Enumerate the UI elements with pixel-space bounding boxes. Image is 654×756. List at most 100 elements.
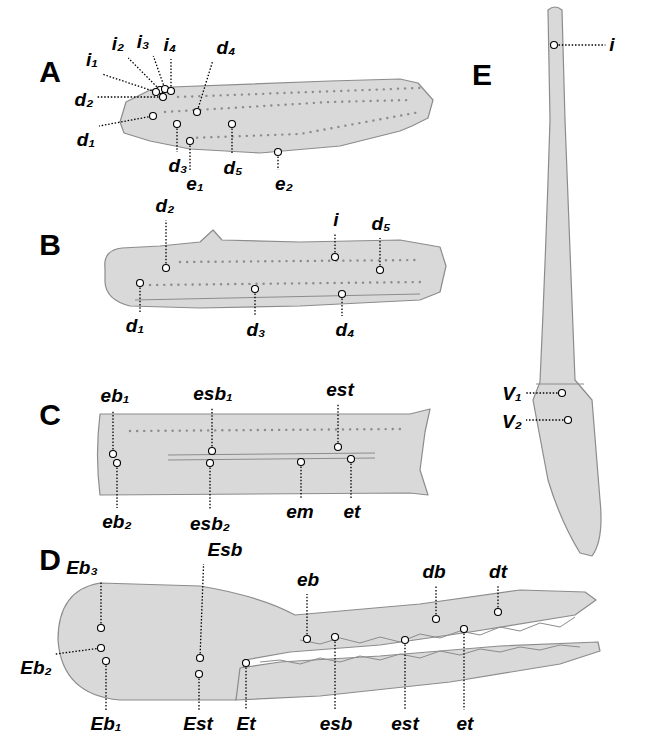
trichobothrium-label: d₃ — [246, 319, 267, 341]
trichobothrium-label: dt — [488, 561, 508, 583]
patella-outline — [105, 230, 446, 308]
trichobothrium-label: e₁ — [185, 173, 204, 195]
leader-line — [170, 59, 171, 87]
trichobothrium-dot — [209, 448, 216, 455]
trichobothrium-label: i₃ — [136, 31, 151, 53]
leader-line — [56, 649, 97, 654]
joint-line — [536, 384, 584, 385]
finger-denticles — [260, 645, 580, 664]
patella-external-outline — [98, 409, 431, 495]
trichobothrium-label: d₁ — [125, 315, 145, 337]
trichobothrium-dot — [197, 655, 204, 662]
trichobothrium-dot — [433, 616, 440, 623]
leader-line — [334, 234, 335, 253]
trichobothrium-label: i — [332, 209, 339, 231]
leader-line — [341, 299, 342, 317]
leader-line — [176, 129, 177, 153]
trichobothrium-dot — [332, 634, 339, 641]
trichobothrium-label: i₂ — [111, 33, 126, 55]
trichobothrium-dot — [461, 626, 468, 633]
leader-line — [165, 220, 166, 264]
trichobothrium-label: est — [390, 713, 419, 735]
trichobothrium-dot — [559, 390, 566, 397]
leader-line — [200, 564, 203, 654]
granule-row — [130, 429, 400, 431]
leader-line — [211, 408, 212, 447]
leader-line — [112, 410, 113, 450]
leader-line — [306, 594, 307, 635]
trichobothrium-dot — [275, 149, 282, 156]
chela-ventral-outline — [533, 7, 601, 556]
carina-line — [135, 294, 420, 300]
leader-line — [404, 645, 405, 711]
trichobothrium-dot — [377, 267, 384, 274]
trichobothrium-label: Esb — [207, 539, 244, 561]
trichobothrium-dot — [196, 671, 203, 678]
leader-line — [300, 467, 301, 499]
panel-letter: B — [38, 228, 62, 262]
trichobothrium-label: eb₁ — [100, 385, 131, 407]
leader-line — [254, 294, 255, 317]
trichobothrium-label: Eb₂ — [19, 657, 53, 679]
trichobothrium-label: d₅ — [222, 157, 243, 179]
leader-line — [102, 74, 152, 91]
leader-line — [189, 146, 190, 171]
trichobothrium-label: et — [456, 713, 475, 735]
trichobothrium-label: Est — [182, 713, 214, 735]
trichobothrium-dot — [174, 121, 181, 128]
trichobothrium-label: d₂ — [155, 195, 176, 217]
trichobothrium-label: i₄ — [163, 34, 178, 56]
trichobothrium-label: esb₁ — [192, 383, 233, 405]
trichobothrium-dot — [243, 660, 250, 667]
trichobothrium-label: d₂ — [74, 89, 95, 111]
trichobothrium-dot — [565, 417, 572, 424]
trichobothrium-label: V₁ — [501, 383, 522, 405]
panel-letter: C — [38, 398, 62, 432]
trichobothrium-dot — [495, 609, 502, 616]
trichobothrium-dot — [160, 94, 167, 101]
granule-row — [178, 88, 420, 97]
granule-row — [150, 282, 420, 285]
trichobothrium-label: Et — [236, 713, 257, 735]
leader-line — [337, 404, 338, 443]
trichobothrium-dot — [168, 88, 175, 95]
carina-line — [168, 458, 375, 460]
leader-line — [231, 129, 232, 155]
trichobothrium-dot — [229, 121, 236, 128]
leader-line — [116, 468, 117, 509]
trichobothrium-label: i — [608, 34, 615, 56]
leader-line — [526, 392, 558, 393]
panel-letter: E — [471, 58, 493, 92]
trichobothrium-dot — [348, 456, 355, 463]
leader-line — [153, 56, 163, 85]
carina-line — [168, 453, 375, 455]
trichobothrium-label: db — [421, 561, 446, 583]
trichobothrium-dot — [332, 254, 339, 261]
trichobothrium-label: et — [343, 501, 362, 523]
leader-line — [105, 666, 106, 711]
panel-letter: A — [38, 55, 62, 89]
trichobothrium-dot — [103, 658, 110, 665]
leader-line — [559, 44, 606, 45]
movable-finger-outline — [236, 642, 600, 700]
panel-letter: D — [38, 543, 62, 577]
trichobothrium-label: d₄ — [215, 37, 236, 59]
granule-row — [190, 112, 420, 138]
trichobothrium-dot — [110, 451, 117, 458]
trichobothrium-label: d₅ — [370, 213, 391, 235]
trichobothrium-dot — [163, 265, 170, 272]
trichobothrium-dot — [98, 645, 105, 652]
trichobothrium-dot — [298, 459, 305, 466]
trichobothrium-label: i₁ — [85, 49, 99, 71]
leader-line — [379, 238, 380, 266]
trichobothrium-dot — [551, 42, 558, 49]
leader-line — [100, 582, 101, 624]
trichobothrium-label: eb₂ — [101, 511, 132, 533]
trichobothrium-label: Eb₁ — [90, 713, 123, 735]
trichobothrium-dot — [304, 636, 311, 643]
trichobothrium-dot — [402, 637, 409, 644]
leader-line — [245, 668, 246, 711]
leader-line — [435, 586, 436, 615]
